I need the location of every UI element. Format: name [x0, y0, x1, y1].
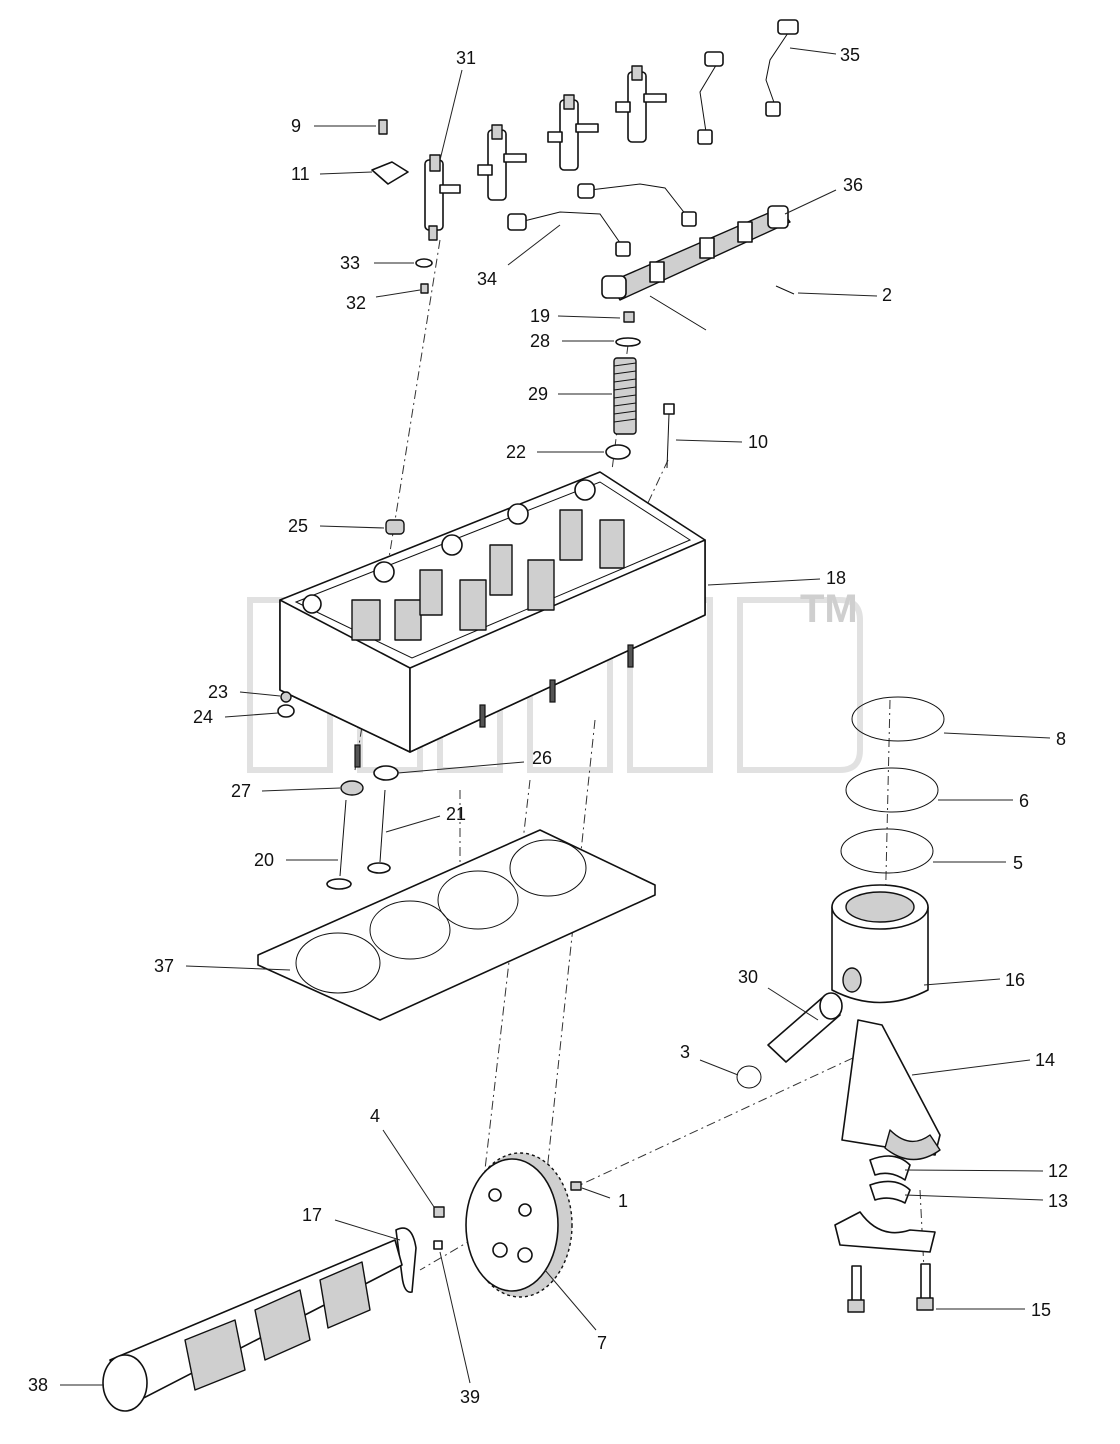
callout-20: 20 [254, 850, 274, 870]
piston-assembly [736, 884, 929, 1089]
callout-14: 14 [1035, 1050, 1055, 1070]
callout-21: 21 [446, 804, 466, 824]
callout-23: 23 [208, 682, 228, 702]
callout-15: 15 [1031, 1300, 1051, 1320]
camshaft-gear [465, 1152, 582, 1298]
callout-8: 8 [1056, 729, 1066, 749]
callout-22: 22 [506, 442, 526, 462]
callout-12: 12 [1048, 1161, 1068, 1181]
callout-3: 3 [680, 1042, 690, 1062]
callout-35: 35 [840, 45, 860, 65]
camshaft [102, 1239, 403, 1412]
callout-labels: 31 9 11 33 32 34 35 36 2 19 28 29 22 10 … [28, 45, 1068, 1407]
callout-5: 5 [1013, 853, 1023, 873]
callout-11: 11 [291, 164, 310, 184]
callout-27: 27 [231, 781, 251, 801]
callout-33: 33 [340, 253, 360, 273]
common-rail [601, 205, 791, 331]
callout-30: 30 [738, 967, 758, 987]
callout-9: 9 [291, 116, 301, 136]
callout-18: 18 [826, 568, 846, 588]
callout-36: 36 [843, 175, 863, 195]
injector-a [477, 124, 527, 201]
callout-28: 28 [530, 331, 550, 351]
callout-29: 29 [528, 384, 548, 404]
callout-13: 13 [1048, 1191, 1068, 1211]
callout-24: 24 [193, 707, 213, 727]
cylinder-head [279, 471, 706, 768]
valve-spring-set [605, 311, 675, 469]
callout-32: 32 [346, 293, 366, 313]
fuel-injectors [424, 65, 667, 241]
piston-rings [840, 696, 945, 874]
camshaft-small-parts [395, 1206, 445, 1293]
callout-39: 39 [460, 1387, 480, 1407]
callout-6: 6 [1019, 791, 1029, 811]
injector-c [615, 65, 667, 143]
callout-34: 34 [477, 269, 497, 289]
connecting-rod [834, 1019, 941, 1313]
head-small-parts [277, 519, 405, 890]
head-gasket [257, 829, 656, 1021]
trademark-mark: TM [800, 587, 858, 631]
callout-2: 2 [882, 285, 892, 305]
leader-lines [60, 47, 1051, 1386]
callout-38: 38 [28, 1375, 48, 1395]
callout-16: 16 [1005, 970, 1025, 990]
callout-25: 25 [288, 516, 308, 536]
callout-19: 19 [530, 306, 550, 326]
injector-31 [424, 154, 461, 241]
callout-4: 4 [370, 1106, 380, 1126]
injector-b [547, 94, 599, 171]
callout-10: 10 [748, 432, 768, 452]
small-parts-top [371, 119, 795, 295]
callout-37: 37 [154, 956, 174, 976]
callout-26: 26 [532, 748, 552, 768]
callout-17: 17 [302, 1205, 322, 1225]
callout-7: 7 [597, 1333, 607, 1353]
callout-31: 31 [456, 48, 476, 68]
fuel-lines [507, 19, 799, 257]
callout-1: 1 [618, 1191, 628, 1211]
